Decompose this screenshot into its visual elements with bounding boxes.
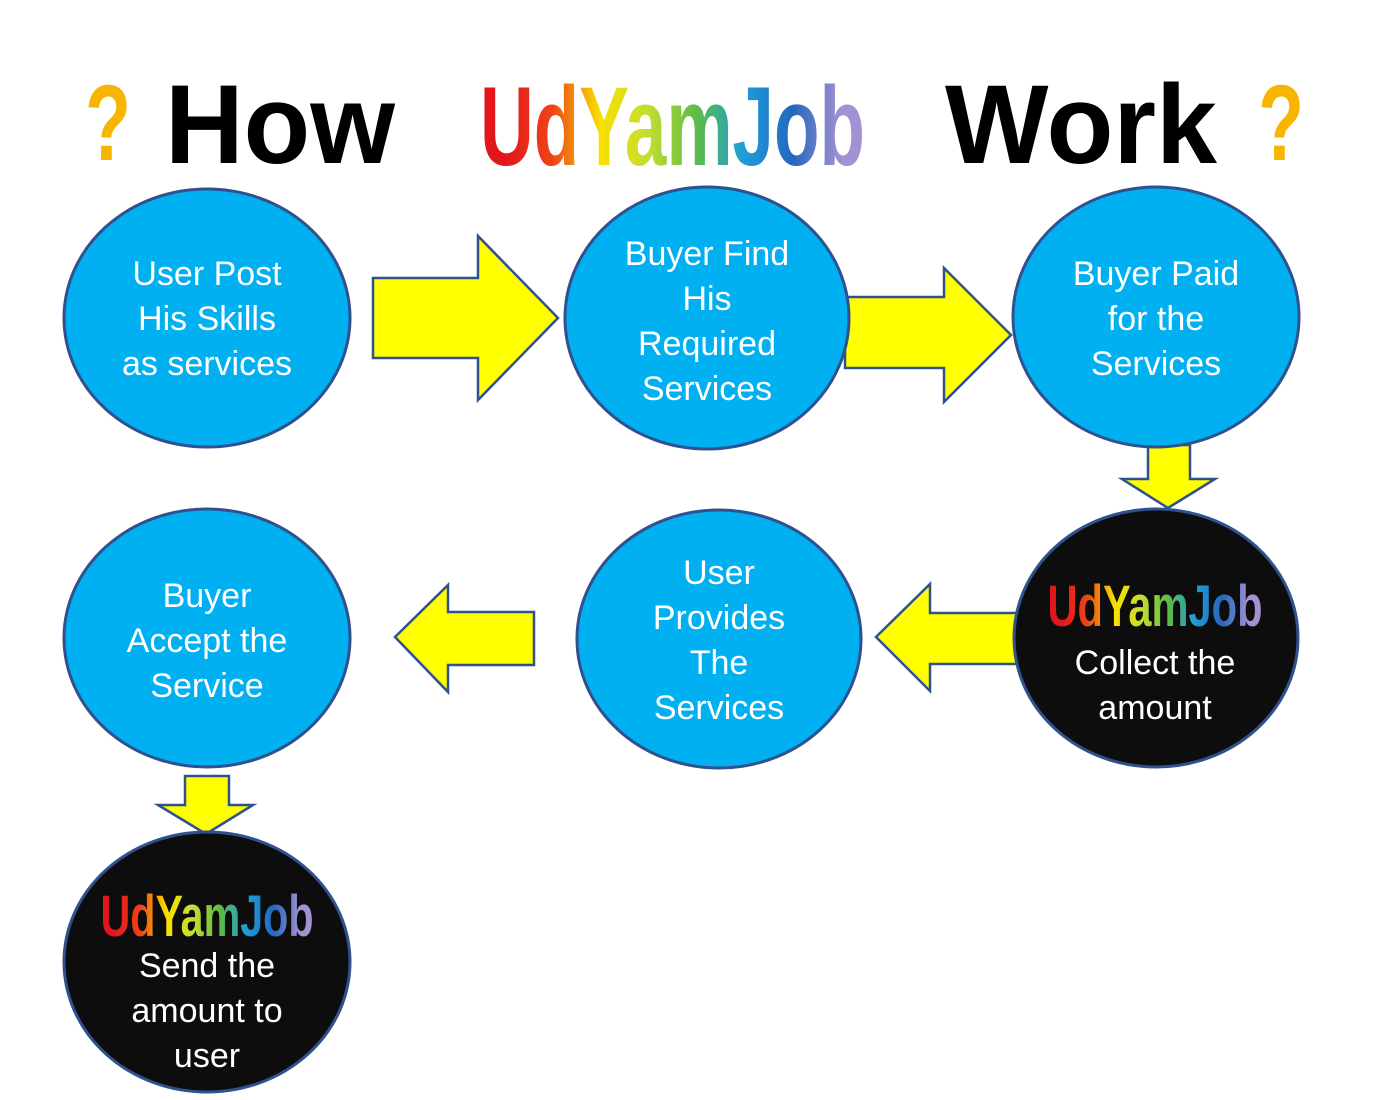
step-5-node: User Provides The Services <box>575 508 863 770</box>
step-1-label-line: His Skills <box>138 300 276 338</box>
flow-arrows <box>153 232 1220 836</box>
step-4-label-line: Collect the <box>1075 644 1236 682</box>
step-2-label-line: His <box>682 280 731 318</box>
step-3-label-line: Buyer Paid <box>1073 255 1239 293</box>
arrow-step-2-to-3 <box>843 264 1013 406</box>
step-6-label-line: Accept the <box>127 622 288 660</box>
step-3-node: Buyer Paid for the Services <box>1011 185 1301 449</box>
page-title: ? How UdYamJob Work ? <box>85 62 1304 189</box>
step-6-node: Buyer Accept the Service <box>62 507 352 769</box>
step-5-label-line: Provides <box>653 599 785 637</box>
question-mark-right: ? <box>1258 62 1304 183</box>
step-2-label-line: Services <box>642 370 772 408</box>
arrow-step-6-to-7 <box>153 774 258 836</box>
step-7-label-line: user <box>174 1037 240 1075</box>
step-4-node: UdYamJob Collect the amount <box>1012 507 1300 769</box>
step-4-brand-logo: UdYamJob <box>1048 574 1263 639</box>
step-1-circle <box>62 187 352 449</box>
step-1-label-line: as services <box>122 345 292 383</box>
title-word-how: How <box>165 62 396 187</box>
step-6-label-line: Buyer <box>163 577 252 615</box>
arrow-step-5-to-6 <box>393 582 536 696</box>
step-1-label-line: User Post <box>132 255 282 293</box>
arrow-step-1-to-2 <box>371 232 560 404</box>
step-2-node: Buyer Find His Required Services <box>563 185 851 451</box>
step-7-brand-logo: UdYamJob <box>101 884 314 949</box>
step-3-circle <box>1011 185 1301 449</box>
step-5-label-line: Services <box>654 689 784 727</box>
step-1-node: User Post His Skills as services <box>62 187 352 449</box>
step-5-label-line: User <box>683 554 755 592</box>
step-4-label-line: amount <box>1098 689 1212 727</box>
step-3-label-line: Services <box>1091 345 1221 383</box>
step-6-label-line: Service <box>150 667 263 705</box>
step-3-label-line: for the <box>1108 300 1204 338</box>
step-7-label-line: amount to <box>131 992 282 1030</box>
question-mark-left: ? <box>85 62 131 183</box>
arrow-step-3-to-4 <box>1117 443 1220 510</box>
step-5-circle <box>575 508 863 770</box>
step-7-circle <box>62 830 352 1094</box>
step-2-label-line: Buyer Find <box>625 235 789 273</box>
step-7-node: UdYamJob Send the amount to user <box>62 830 352 1094</box>
step-6-circle <box>62 507 352 769</box>
step-2-circle <box>563 185 851 451</box>
arrow-step-4-to-5 <box>874 581 1020 695</box>
brand-logo: UdYamJob <box>480 64 865 189</box>
step-4-circle <box>1012 507 1300 769</box>
step-7-label-line: Send the <box>139 947 275 985</box>
step-2-label-line: Required <box>638 325 776 363</box>
step-5-label-line: The <box>690 644 749 682</box>
title-word-work: Work <box>945 62 1218 187</box>
